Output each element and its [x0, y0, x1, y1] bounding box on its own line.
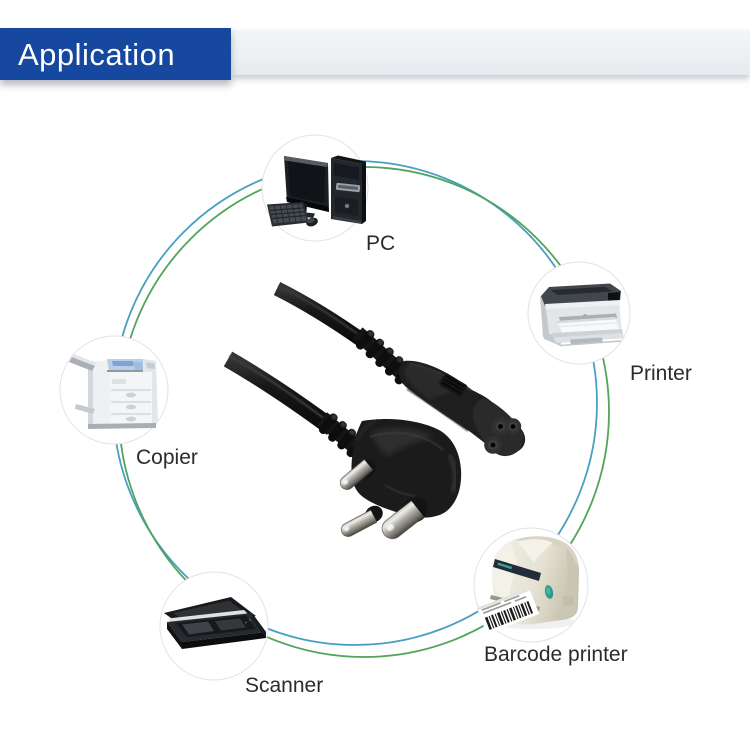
pc-label: PC [366, 232, 396, 255]
copier-label: Copier [136, 446, 198, 469]
barcode-printer-image [476, 536, 579, 635]
power-cord-image [223, 282, 526, 540]
c5-cable [273, 282, 526, 457]
banner-gray-band [231, 30, 750, 75]
printer-label: Printer [630, 362, 692, 385]
scanner-image [164, 597, 266, 649]
pc-image [267, 155, 366, 227]
banner-title-block: Application [0, 28, 231, 80]
banner-title: Application [18, 36, 176, 72]
scanner-label: Scanner [245, 674, 324, 697]
plug-pins [339, 459, 425, 540]
printer-image [540, 283, 624, 347]
copier-image [69, 354, 158, 429]
c5-socket-holes [488, 421, 518, 450]
banner: Application [0, 28, 750, 80]
barcode-printer-label: Barcode printer [484, 643, 628, 666]
plug-cable [223, 351, 462, 540]
